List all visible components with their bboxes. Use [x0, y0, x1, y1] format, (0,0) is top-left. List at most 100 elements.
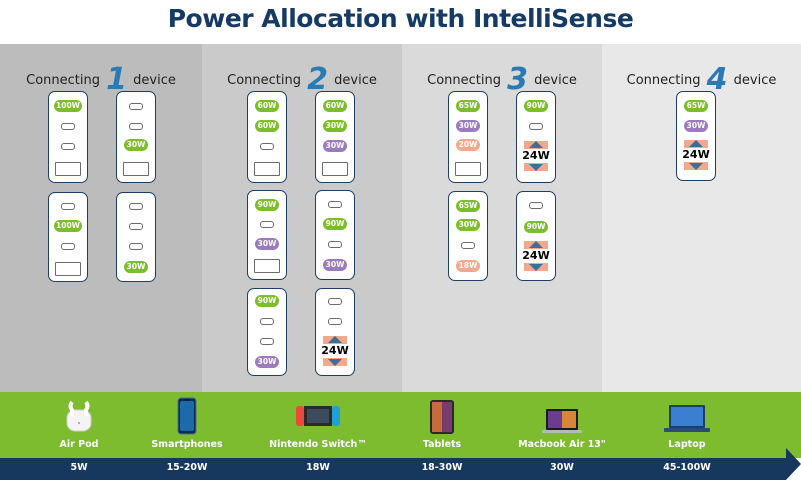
arrow-right-icon [786, 448, 801, 480]
page-title: Power Allocation with IntelliSense [167, 4, 634, 33]
charger-diagram: 24W [315, 288, 355, 376]
charger-diagram: 60W 30W 30W [315, 91, 355, 183]
arrow-down-icon [323, 358, 347, 366]
column-heading: Connecting 3 device [427, 62, 577, 97]
charger-diagram: 65W 30W 18W [448, 191, 488, 281]
column-heading: Connecting 1 device [26, 62, 176, 97]
charger-diagram: 100W [48, 192, 88, 282]
arrow-down-icon [684, 162, 708, 170]
usb-c-port [529, 123, 543, 130]
device-tablet: Tablets [392, 392, 492, 458]
usb-c-port [129, 123, 143, 130]
power-badge: 30W [323, 140, 347, 152]
airpods-icon [66, 400, 92, 432]
usb-c-port [260, 221, 274, 228]
arrow-up-icon [684, 140, 708, 148]
device-nintendo-switch: Nintendo Switch™ [268, 392, 368, 458]
charger-diagram: 90W 24W [516, 191, 556, 281]
shared-port-indicator: 24W [682, 140, 710, 170]
wattage-bar [0, 458, 786, 480]
usb-c-port [260, 318, 274, 325]
device-name: Nintendo Switch™ [269, 439, 367, 450]
arrow-up-icon [323, 336, 347, 344]
charger-diagram: 90W 30W [247, 288, 287, 376]
usb-c-port [129, 243, 143, 250]
usb-a-port [123, 162, 149, 176]
shared-power-label: 24W [522, 249, 550, 262]
device-macbook-air: Macbook Air 13" [512, 392, 612, 458]
arrow-down-icon [524, 163, 548, 171]
usb-c-port [260, 338, 274, 345]
column-heading: Connecting 4 device [626, 62, 777, 97]
usb-c-port [260, 143, 274, 150]
usb-c-port [61, 143, 75, 150]
shared-power-label: 24W [321, 344, 349, 357]
power-badge: 90W [255, 199, 279, 211]
charger-diagram: 90W 30W [315, 190, 355, 280]
power-badge: 60W [255, 100, 279, 112]
laptop-icon [664, 405, 710, 432]
power-badge: 30W [255, 238, 279, 250]
device-wattage: 45-100W [663, 462, 711, 473]
arrow-up-icon [524, 141, 548, 149]
power-badge: 30W [456, 120, 480, 132]
power-badge: 60W [255, 120, 279, 132]
power-badge: 60W [323, 100, 347, 112]
power-badge: 30W [255, 356, 279, 368]
power-badge: 20W [456, 139, 480, 151]
power-badge: 100W [54, 220, 82, 232]
device-name: Air Pod [59, 439, 99, 450]
usb-a-port [254, 259, 280, 273]
power-badge: 30W [456, 219, 480, 231]
device-name: Laptop [668, 439, 706, 450]
column-heading: Connecting 2 device [227, 62, 377, 97]
power-badge: 90W [323, 218, 347, 230]
shared-port-indicator: 24W [522, 141, 550, 171]
charger-diagram: 90W 30W [247, 190, 287, 280]
usb-c-port [129, 203, 143, 210]
usb-c-port [61, 243, 75, 250]
usb-c-port [61, 123, 75, 130]
power-badge: 30W [124, 139, 148, 151]
shared-port-indicator: 24W [321, 336, 349, 366]
usb-a-port [55, 162, 81, 176]
power-badge: 100W [54, 100, 82, 112]
device-name: Smartphones [151, 439, 223, 450]
arrow-up-icon [524, 241, 548, 249]
device-band: Air Pod Smartphones Nintendo Switch™ Tab… [0, 392, 801, 458]
usb-a-port [455, 162, 481, 176]
power-badge: 90W [524, 100, 548, 112]
charger-diagram: 65W 30W 24W [676, 91, 716, 181]
usb-c-port [461, 242, 475, 249]
charger-diagram: 90W 24W [516, 91, 556, 183]
device-laptop: Laptop [637, 392, 737, 458]
device-wattage: 18-30W [421, 462, 463, 473]
shared-power-label: 24W [522, 149, 550, 162]
charger-diagram: 65W 30W 20W [448, 91, 488, 183]
usb-c-port [129, 223, 143, 230]
column-1-device: Connecting 1 device [0, 44, 202, 392]
usb-c-port [328, 201, 342, 208]
device-wattage: 5W [70, 462, 88, 473]
usb-a-port [322, 162, 348, 176]
game-console-icon [296, 406, 340, 426]
power-badge: 65W [456, 100, 480, 112]
device-wattage: 18W [306, 462, 330, 473]
power-badge: 90W [255, 295, 279, 307]
power-badge: 65W [684, 100, 708, 112]
shared-power-label: 24W [682, 148, 710, 161]
power-badge: 30W [323, 120, 347, 132]
device-name: Macbook Air 13" [518, 439, 606, 450]
laptop-icon [542, 409, 582, 433]
device-name: Tablets [422, 439, 462, 450]
power-badge: 30W [684, 120, 708, 132]
device-smartphone: Smartphones [137, 392, 237, 458]
column-2-devices: Connecting 2 device [202, 44, 402, 392]
usb-c-port [328, 318, 342, 325]
device-airpod: Air Pod [29, 392, 129, 458]
power-badge: 30W [124, 261, 148, 273]
device-wattage: 15-20W [166, 462, 208, 473]
usb-c-port [61, 203, 75, 210]
usb-a-port [254, 162, 280, 176]
usb-c-port [328, 241, 342, 248]
